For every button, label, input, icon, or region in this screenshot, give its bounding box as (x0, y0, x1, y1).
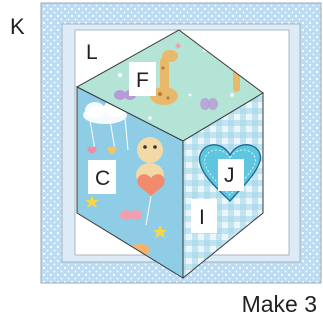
label-panel-c: C (95, 167, 110, 190)
label-corner-l: L (86, 41, 98, 64)
caption-make-count: Make 3 (242, 291, 317, 318)
label-border-k: K (10, 14, 25, 39)
label-panel-i: I (199, 206, 205, 229)
label-diamond-f: F (136, 69, 149, 92)
label-heart-j: J (224, 164, 235, 187)
